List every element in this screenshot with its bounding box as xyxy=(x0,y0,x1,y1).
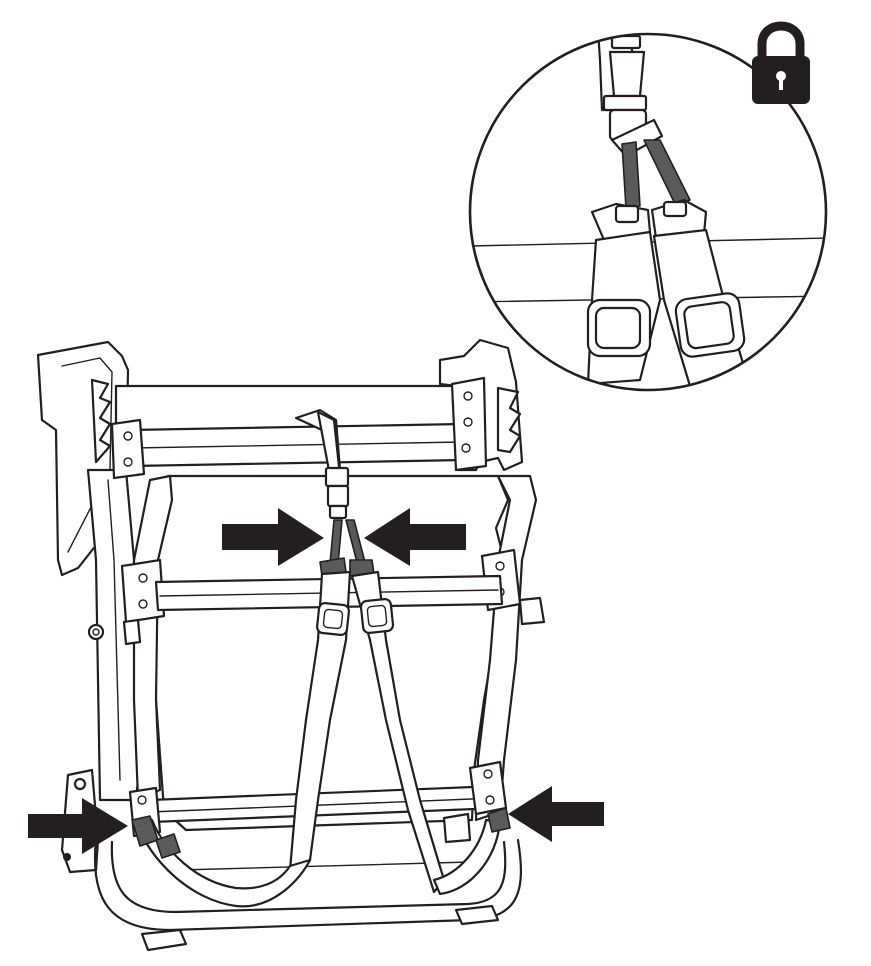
arrow-bottom-right-icon xyxy=(508,786,604,842)
arrow-bottom-left-icon xyxy=(28,798,128,854)
harness-straps xyxy=(131,408,511,908)
arrow-top-left-icon xyxy=(222,508,324,566)
arrow-top-right-icon xyxy=(364,508,466,566)
detail-inset xyxy=(468,32,828,392)
lock-icon xyxy=(752,21,810,104)
